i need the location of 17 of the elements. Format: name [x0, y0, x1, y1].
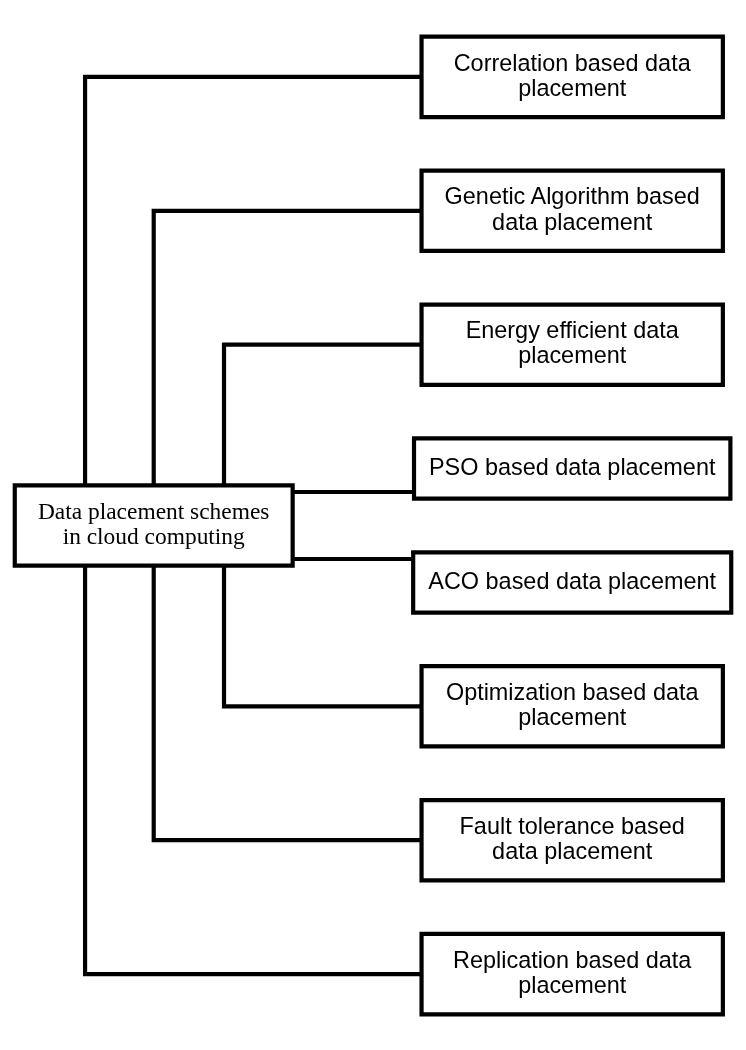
connector	[151, 208, 422, 485]
node-box: Correlation based data placement	[419, 34, 725, 119]
connector	[82, 565, 422, 976]
connector	[151, 565, 422, 842]
node-box: Replication based data placement	[419, 931, 725, 1016]
connector	[221, 565, 422, 708]
node-box: Energy efficient data placement	[419, 301, 725, 387]
node-box: Genetic Algorithm based data placement	[419, 168, 725, 253]
node-box: Optimization based data placement	[419, 663, 725, 749]
node-box: PSO based data placement	[411, 435, 733, 501]
connector	[293, 556, 413, 561]
connector	[221, 342, 422, 485]
connector	[293, 489, 414, 494]
node-box: Fault tolerance based data placement	[419, 797, 725, 882]
node-box: Data placement schemes in cloud computing	[12, 482, 295, 568]
connector	[82, 74, 422, 485]
node-box: ACO based data placement	[411, 549, 734, 615]
